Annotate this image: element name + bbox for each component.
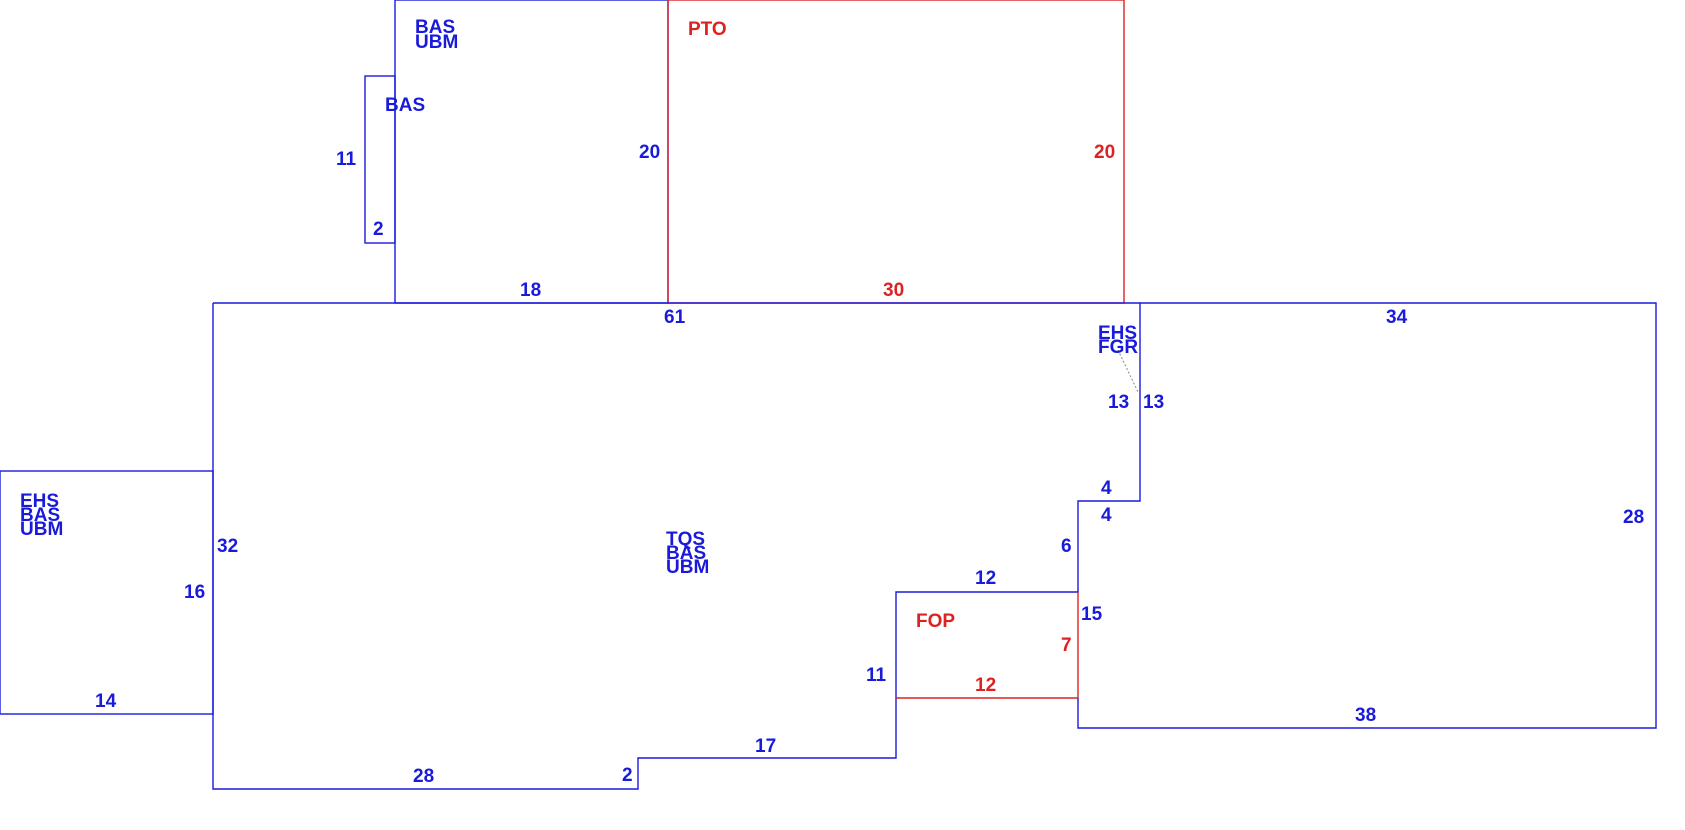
- dimension-label: 17: [755, 736, 776, 757]
- area-label-pto: PTO: [688, 19, 727, 40]
- area-label-small-bas: BAS: [385, 95, 425, 116]
- dimension-label: 2: [373, 219, 384, 240]
- dimension-label: 16: [184, 582, 205, 603]
- dimension-label: 12: [975, 568, 996, 589]
- right-block-outline: [1077, 302, 1657, 729]
- main-tqs-outline: [212, 302, 1141, 790]
- dimension-label: 12: [975, 675, 996, 696]
- area-label-ubm: UBM: [415, 32, 458, 53]
- dimension-label: 28: [413, 766, 434, 787]
- dimension-label: 4: [1101, 478, 1112, 499]
- area-label-ehs: EHS: [1098, 323, 1137, 344]
- area-label-ubm: UBM: [20, 519, 63, 540]
- area-label-ubm: UBM: [666, 557, 709, 578]
- pto-outline: [667, 0, 1125, 304]
- dimension-label: 13: [1143, 392, 1164, 413]
- dimension-label: 30: [883, 280, 904, 301]
- area-label-tqs: TQS: [666, 529, 705, 550]
- area-label-bas: BAS: [415, 17, 455, 38]
- dimension-label: 2: [622, 765, 633, 786]
- area-label-ehs: EHS: [20, 491, 59, 512]
- dimension-label: 34: [1386, 307, 1408, 328]
- area-label-bas: BAS: [20, 505, 60, 526]
- dimension-label: 15: [1081, 604, 1103, 625]
- dimension-label: 18: [520, 280, 541, 301]
- dimension-label: 32: [217, 536, 238, 557]
- dimension-label: 11: [336, 149, 357, 170]
- dimension-label: 38: [1355, 705, 1376, 726]
- dimension-label: 20: [1094, 142, 1115, 163]
- dimension-label: 61: [664, 307, 686, 328]
- dimension-label: 28: [1623, 507, 1644, 528]
- dimension-label: 4: [1101, 505, 1112, 526]
- dimension-label: 13: [1108, 392, 1129, 413]
- dimension-label: 20: [639, 142, 660, 163]
- dimension-label: 7: [1061, 635, 1072, 656]
- area-label-bas: BAS: [666, 543, 706, 564]
- dimension-label: 6: [1061, 536, 1072, 557]
- area-label-fop: FOP: [916, 611, 955, 632]
- dimension-label: 14: [95, 691, 117, 712]
- area-label-fgr: FGR: [1098, 337, 1138, 358]
- dimension-label: 11: [866, 665, 887, 686]
